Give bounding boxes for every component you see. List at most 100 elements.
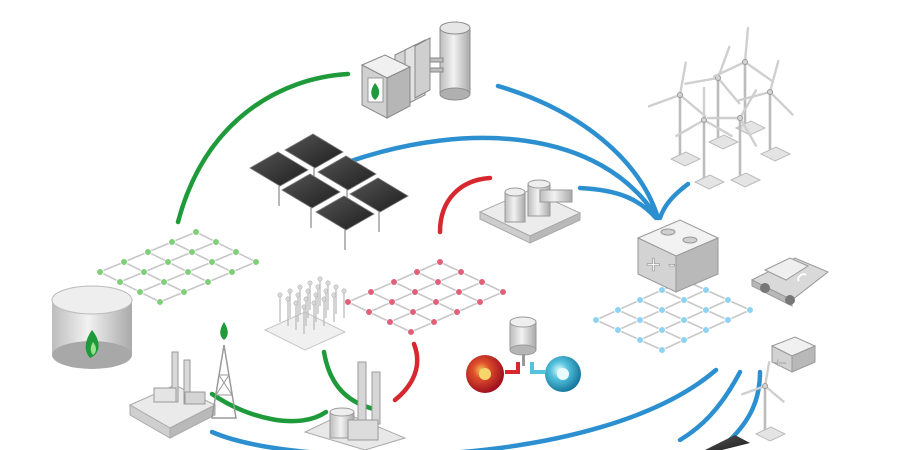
distribution-meshes <box>96 228 754 354</box>
electricity-node <box>724 316 732 324</box>
electricity-node <box>658 346 666 354</box>
gas-tank-icon <box>51 285 133 369</box>
heat-node <box>434 278 442 286</box>
gas-node <box>160 278 168 286</box>
gas-node <box>208 258 216 266</box>
solar-panel <box>317 155 377 191</box>
gas-node <box>212 238 220 246</box>
electricity-node <box>702 326 710 334</box>
wind-turbine <box>712 26 775 136</box>
electricity-node <box>636 336 644 344</box>
electricity-node <box>658 326 666 334</box>
solar-panel <box>281 173 341 209</box>
electricity-node <box>680 336 688 344</box>
car-icon <box>750 257 829 307</box>
gas-node <box>144 248 152 256</box>
electricity-line <box>577 185 659 221</box>
electricity-node <box>746 306 754 314</box>
solar-panel <box>315 195 375 231</box>
gas-node <box>156 298 164 306</box>
electricity-node <box>680 316 688 324</box>
solar-panel-icon <box>249 133 409 250</box>
gas-plant-icon <box>360 21 471 119</box>
wind-turbine <box>737 59 794 162</box>
electricity-node <box>658 286 666 294</box>
electricity-node <box>614 326 622 334</box>
wind-turbine <box>741 360 787 442</box>
electricity-node <box>724 296 732 304</box>
refinery-icon <box>128 351 217 439</box>
heat-exchanger-icon <box>466 355 581 393</box>
electricity-line <box>657 181 691 221</box>
gas-node <box>168 238 176 246</box>
gas-line <box>209 391 329 424</box>
heat-node <box>367 288 375 296</box>
electricity-node <box>636 316 644 324</box>
gas-node <box>192 228 200 236</box>
gas-node <box>120 258 128 266</box>
network-arcs <box>175 71 763 450</box>
heat-node <box>411 288 419 296</box>
heat-mesh <box>344 258 507 336</box>
gas-node <box>184 268 192 276</box>
heat-node <box>432 298 440 306</box>
wind-turbine <box>684 45 741 150</box>
electricity-node <box>658 306 666 314</box>
heat-node <box>436 258 444 266</box>
wind-turbine-icon <box>647 26 794 190</box>
crop-field-icon <box>263 276 347 351</box>
gas-node <box>204 278 212 286</box>
gas-node <box>188 248 196 256</box>
heat-node <box>365 308 373 316</box>
solar-panel-corner-icon <box>705 435 750 450</box>
gas-node <box>136 288 144 296</box>
solar-panel <box>349 177 409 213</box>
heat-node <box>455 288 463 296</box>
heat-node <box>390 278 398 286</box>
electricity-node <box>680 296 688 304</box>
factory-icon <box>303 361 407 450</box>
heat-node <box>453 308 461 316</box>
drilling-rig-icon <box>211 322 237 419</box>
battery-icon: + - <box>636 219 720 293</box>
gas-node <box>164 258 172 266</box>
svg-text:+ -: + - <box>645 252 675 276</box>
solar-panel <box>284 133 344 169</box>
gas-mesh <box>96 228 260 306</box>
heat-node <box>388 298 396 306</box>
heat-node <box>386 318 394 326</box>
electricity-line <box>727 369 763 443</box>
electricity-node <box>636 296 644 304</box>
heat-node <box>344 298 352 306</box>
heat-node <box>478 278 486 286</box>
svg-text:+-: +- <box>774 358 786 369</box>
gas-line <box>321 349 381 413</box>
electricity-line <box>345 135 659 219</box>
gas-node <box>180 288 188 296</box>
gas-node <box>116 278 124 286</box>
electricity-line <box>209 367 719 450</box>
gas-node <box>96 268 104 276</box>
wind-turbine <box>706 89 762 188</box>
heat-node <box>430 318 438 326</box>
heat-line <box>392 341 420 403</box>
electricity-line <box>495 83 661 221</box>
gas-node <box>232 248 240 256</box>
electricity-mesh <box>592 276 754 354</box>
electricity-node <box>702 286 710 294</box>
wind-turbine <box>647 61 707 167</box>
heat-node <box>413 268 421 276</box>
gas-node <box>140 268 148 276</box>
gas-line <box>175 71 351 225</box>
electricity-node <box>592 316 600 324</box>
tank-icon <box>478 179 582 244</box>
heat-node <box>476 298 484 306</box>
heat-node <box>499 288 507 296</box>
wind-turbine-small-icon <box>741 360 787 442</box>
wind-turbine <box>675 86 733 190</box>
gas-node <box>228 268 236 276</box>
solar-panel <box>249 151 309 187</box>
small-battery-icon: +- <box>770 336 817 373</box>
